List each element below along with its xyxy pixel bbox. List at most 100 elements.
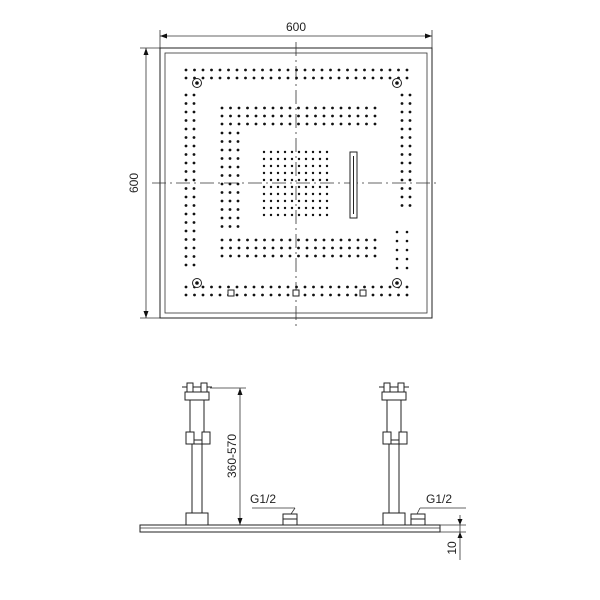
- inner-nozzle: [331, 246, 334, 250]
- outer-nozzle: [320, 68, 324, 72]
- center-nozzle: [318, 150, 322, 154]
- inner-nozzle: [271, 238, 275, 242]
- outer-nozzle: [184, 68, 188, 72]
- mist-nozzle: [395, 257, 399, 261]
- center-nozzle: [325, 213, 329, 217]
- inner-nozzle: [254, 254, 258, 258]
- mist-nozzle: [395, 248, 399, 252]
- center-nozzle: [276, 150, 280, 154]
- outer-nozzle: [337, 76, 341, 80]
- outer-nozzle: [201, 68, 205, 72]
- inner-nozzle: [339, 122, 343, 126]
- right-inlet-fitting: [410, 513, 426, 526]
- inner-nozzle: [280, 106, 283, 110]
- inner-nozzle: [229, 106, 232, 110]
- inner-nozzle: [246, 106, 249, 110]
- inner-nozzle: [228, 174, 232, 177]
- center-nozzle: [318, 192, 322, 196]
- outer-nozzle: [192, 187, 196, 190]
- center-nozzle: [269, 171, 273, 175]
- center-rain-nozzle-grid: [262, 150, 329, 217]
- inner-nozzle: [305, 254, 309, 258]
- outer-nozzle: [227, 285, 230, 289]
- corner-ring-top-left: [192, 78, 202, 88]
- inner-nozzle: [288, 246, 292, 250]
- inner-nozzle: [220, 199, 224, 203]
- outer-nozzle: [346, 293, 349, 297]
- outer-nozzle: [193, 293, 196, 297]
- outer-nozzle: [400, 136, 404, 139]
- outer-nozzle: [184, 204, 188, 207]
- outer-nozzle: [192, 195, 196, 199]
- outer-nozzle: [252, 76, 256, 80]
- inner-nozzle: [271, 254, 275, 258]
- mist-nozzle-cluster: [395, 230, 409, 270]
- outer-nozzle: [303, 76, 307, 80]
- width-label: 600: [286, 20, 306, 34]
- inner-nozzle: [220, 148, 224, 152]
- center-nozzle: [297, 164, 301, 168]
- inner-nozzle: [373, 238, 377, 242]
- outer-nozzle-ring: [184, 68, 412, 297]
- inner-nozzle: [228, 131, 232, 135]
- outer-nozzle: [354, 68, 358, 72]
- outer-nozzle: [312, 285, 315, 289]
- outer-nozzle: [295, 68, 298, 72]
- center-nozzle: [269, 150, 273, 154]
- inner-nozzle: [348, 114, 351, 118]
- inner-nozzle: [220, 225, 224, 228]
- outer-nozzle: [184, 195, 188, 199]
- outer-nozzle: [192, 102, 196, 105]
- outer-nozzle: [210, 293, 213, 297]
- outer-nozzle: [400, 144, 404, 148]
- inner-nozzle: [271, 246, 275, 250]
- outer-nozzle: [184, 136, 188, 139]
- left-inlet-label: G1/2: [250, 492, 276, 506]
- inner-nozzle: [220, 182, 224, 186]
- outer-nozzle: [408, 178, 412, 182]
- inner-nozzle: [220, 106, 224, 110]
- outer-nozzle: [184, 102, 188, 105]
- inner-nozzle: [322, 246, 326, 250]
- inner-nozzle: [356, 122, 360, 126]
- outer-nozzle: [400, 93, 404, 97]
- outer-nozzle: [380, 293, 383, 297]
- inner-nozzle: [228, 157, 232, 160]
- center-nozzle: [297, 192, 301, 196]
- outer-nozzle: [363, 285, 366, 289]
- inner-nozzle: [322, 254, 326, 258]
- center-nozzle: [297, 185, 301, 189]
- inner-nozzle: [356, 254, 360, 258]
- center-nozzle: [262, 206, 266, 210]
- outer-nozzle: [329, 76, 332, 80]
- outer-nozzle: [184, 263, 188, 267]
- inner-nozzle: [365, 114, 368, 118]
- inner-nozzle: [236, 174, 240, 177]
- center-nozzle: [311, 199, 315, 203]
- inner-nozzle: [314, 106, 317, 110]
- mist-nozzle: [405, 257, 409, 261]
- center-nozzle: [283, 199, 287, 203]
- outer-nozzle: [269, 285, 273, 289]
- outer-nozzle: [408, 170, 412, 173]
- inner-nozzle: [280, 114, 283, 118]
- inner-nozzle: [220, 238, 224, 242]
- center-nozzle: [325, 150, 329, 154]
- center-nozzle: [325, 178, 329, 182]
- outer-nozzle: [227, 68, 230, 72]
- inner-nozzle: [229, 254, 232, 258]
- thickness-label: 10: [445, 541, 459, 555]
- inner-nozzle: [220, 122, 224, 126]
- center-nozzle: [325, 206, 329, 210]
- center-nozzle: [297, 199, 301, 203]
- outer-nozzle: [408, 144, 412, 148]
- center-nozzle: [304, 164, 308, 168]
- outer-nozzle: [363, 76, 366, 80]
- center-nozzle: [269, 206, 273, 210]
- outer-nozzle: [184, 178, 188, 182]
- outer-nozzle: [192, 255, 196, 258]
- mist-nozzle: [395, 239, 399, 243]
- outer-nozzle: [192, 136, 196, 139]
- extension-label: 360-570: [225, 434, 239, 478]
- center-nozzle: [276, 157, 280, 161]
